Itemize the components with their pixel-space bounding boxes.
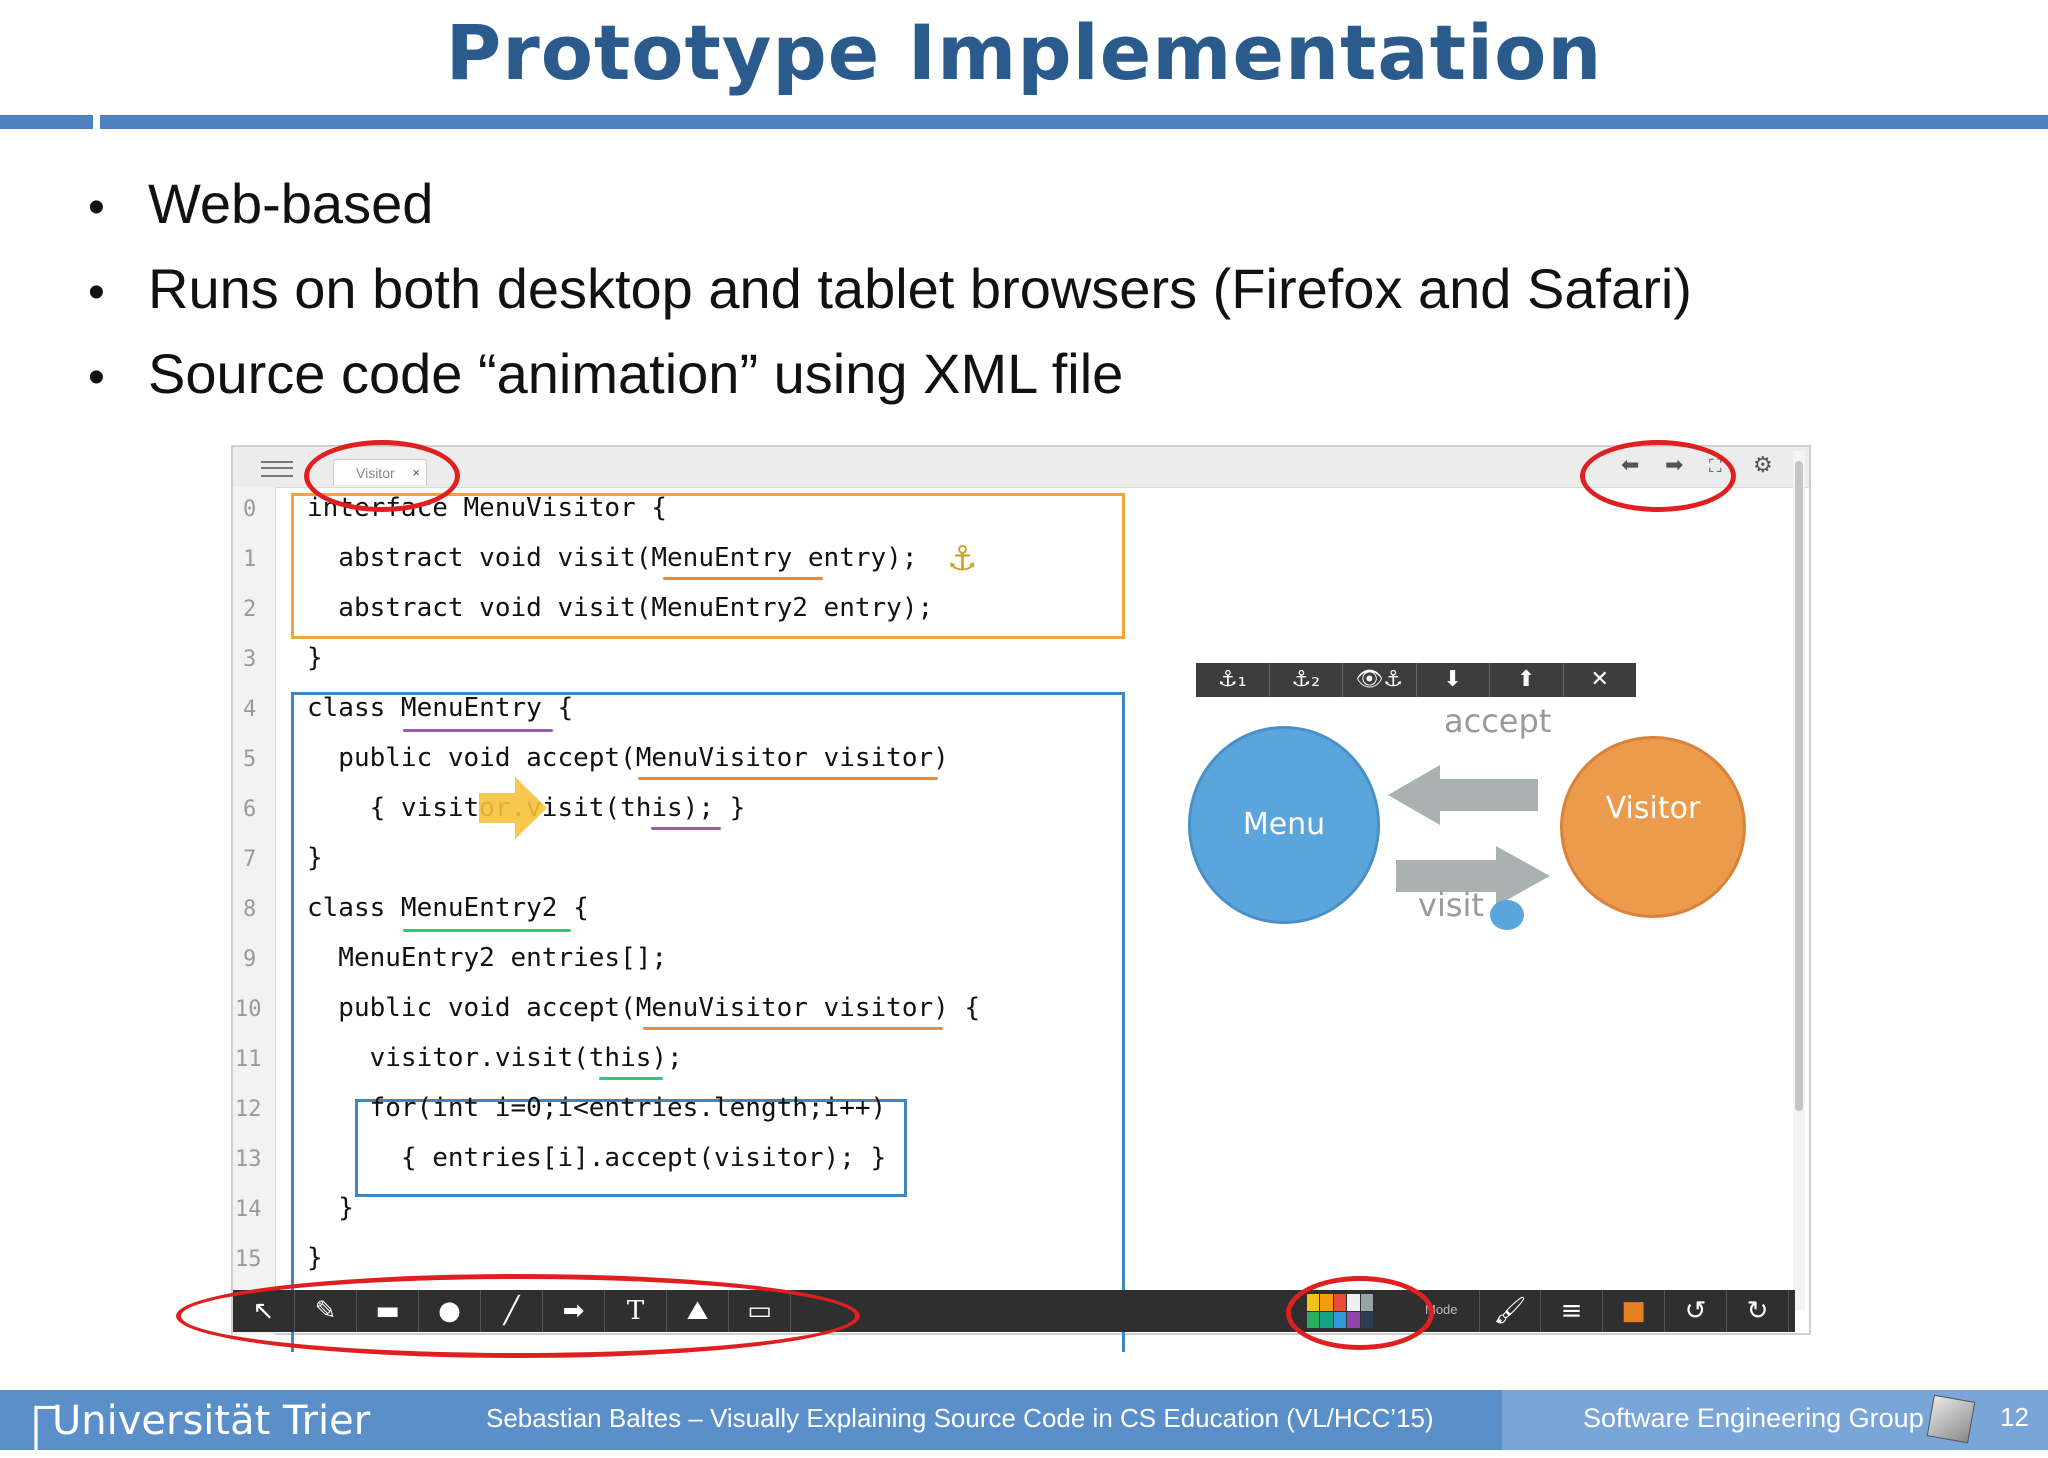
eye-anchor-icon[interactable]: 👁⚓ xyxy=(1343,663,1417,697)
line-number: 2 xyxy=(243,597,257,622)
footer-center-text: Sebastian Baltes – Visually Explaining S… xyxy=(486,1403,1434,1433)
small-blue-dot[interactable] xyxy=(1490,900,1524,930)
diagram-toolbar: ⚓₁ ⚓₂ 👁⚓ ⬇ ⬆ ✕ xyxy=(1196,663,1636,697)
underline-green[interactable] xyxy=(599,1077,663,1080)
underline-green[interactable] xyxy=(403,929,571,932)
code-line: { entries[i].accept(visitor); } xyxy=(307,1143,887,1173)
code-line: visitor.visit(this); xyxy=(307,1043,683,1073)
bullet-item: • Source code “animation” using XML file xyxy=(88,335,1692,420)
tab-bar: Visitor × ⬅ ➡ ⛶ ⚙ xyxy=(233,447,1809,488)
visit-label: visit xyxy=(1418,886,1484,924)
code-line: { visitor.visit(this); } xyxy=(369,793,746,823)
yellow-arrow-icon[interactable] xyxy=(479,777,549,839)
code-line: } xyxy=(307,843,323,873)
redo-icon[interactable]: ↻ xyxy=(1727,1290,1789,1332)
anchor-2-icon[interactable]: ⚓₂ xyxy=(1270,663,1343,697)
bullet-item: • Web-based xyxy=(88,165,1692,250)
code-editor-window: Visitor × ⬅ ➡ ⛶ ⚙ 0 1 2 3 4 5 6 7 8 9 10… xyxy=(231,445,1811,1352)
line-number: 9 xyxy=(243,947,257,972)
arrow-right-shape[interactable] xyxy=(1396,846,1550,906)
bullet-text: Web-based xyxy=(148,172,434,235)
gear-icon[interactable]: ⚙ xyxy=(1753,453,1773,478)
highlight-box-blue-inner[interactable] xyxy=(355,1099,907,1197)
bullet-item: • Runs on both desktop and tablet browser… xyxy=(88,250,1692,335)
red-ellipse-tab xyxy=(304,440,460,512)
underline-purple[interactable] xyxy=(651,827,721,830)
line-number: 12 xyxy=(235,1097,262,1122)
line-number: 13 xyxy=(235,1147,262,1172)
line-number: 8 xyxy=(243,897,257,922)
underline-orange[interactable] xyxy=(663,577,823,580)
bullet-dot-icon: • xyxy=(88,351,105,404)
line-number: 4 xyxy=(243,697,257,722)
line-number: 3 xyxy=(243,647,257,672)
underline-orange[interactable] xyxy=(643,1027,943,1030)
arrow-left-shape[interactable] xyxy=(1388,765,1538,825)
line-number: 14 xyxy=(235,1197,262,1222)
bullet-dot-icon: • xyxy=(88,181,105,234)
title-rule-right xyxy=(100,115,2048,129)
menu-circle[interactable]: Menu xyxy=(1188,726,1380,924)
hamburger-menu-icon[interactable] xyxy=(261,461,293,477)
scrollbar[interactable] xyxy=(1793,451,1805,1311)
undo-icon[interactable]: ↺ xyxy=(1665,1290,1727,1332)
anchor-icon[interactable]: ⚓ xyxy=(947,539,978,579)
scroll-thumb[interactable] xyxy=(1795,461,1803,1111)
arrow-down-icon[interactable]: ⬇ xyxy=(1417,663,1490,697)
red-ellipse-palette xyxy=(1286,1276,1434,1350)
line-number-gutter: 0 1 2 3 4 5 6 7 8 9 10 11 12 13 14 15 xyxy=(233,487,276,1335)
line-number: 5 xyxy=(243,747,257,772)
arrow-up-icon[interactable]: ⬆ xyxy=(1490,663,1564,697)
line-number: 15 xyxy=(235,1247,262,1272)
underline-purple[interactable] xyxy=(403,729,553,732)
university-logo-icon: ⎾ xyxy=(14,1405,58,1456)
anchor-1-icon[interactable]: ⚓₁ xyxy=(1196,663,1270,697)
slide-title: Prototype Implementation xyxy=(445,8,1603,97)
visitor-circle[interactable]: Visitor xyxy=(1560,736,1746,918)
code-line: } xyxy=(307,643,323,673)
red-ellipse-nav xyxy=(1580,440,1736,512)
bullet-text: Source code “animation” using XML file xyxy=(148,342,1124,405)
code-line: abstract void visit(MenuEntry2 entry); xyxy=(307,593,934,623)
menu-label: Menu xyxy=(1242,807,1326,842)
university-name: Universität Trier xyxy=(52,1398,371,1444)
underline-orange[interactable] xyxy=(638,777,938,780)
code-line: } xyxy=(307,1243,323,1273)
layers-icon[interactable]: ■ xyxy=(1603,1290,1665,1332)
highlight-box-blue[interactable] xyxy=(291,692,1125,1352)
bullet-text: Runs on both desktop and tablet browsers… xyxy=(148,257,1692,320)
title-rule-left xyxy=(0,115,93,129)
code-line: public void accept(MenuVisitor visitor) … xyxy=(307,993,981,1023)
code-line: class MenuEntry { xyxy=(307,693,574,723)
align-icon[interactable]: ≡ xyxy=(1541,1290,1603,1332)
code-line: for(int i=0;i<entries.length;i++) xyxy=(307,1093,887,1123)
close-icon[interactable]: ✕ xyxy=(1590,667,1609,692)
brush-icon[interactable]: 🖌 xyxy=(1479,1290,1541,1332)
line-number: 1 xyxy=(243,547,257,572)
code-line: public void accept(MenuVisitor visitor) xyxy=(307,743,949,773)
line-number: 6 xyxy=(243,797,257,822)
bullet-dot-icon: • xyxy=(88,266,105,319)
footer: ⎾ Universität Trier Sebastian Baltes – V… xyxy=(0,1390,2048,1456)
red-ellipse-tools xyxy=(176,1274,860,1358)
code-line: class MenuEntry2 { xyxy=(307,893,589,923)
code-line: abstract void visit(MenuEntry entry); xyxy=(307,543,918,573)
line-number: 10 xyxy=(235,997,262,1022)
line-number: 11 xyxy=(235,1047,262,1072)
visitor-label: Visitor xyxy=(1605,791,1701,826)
accept-label: accept xyxy=(1444,702,1552,740)
line-number: 0 xyxy=(243,497,257,522)
bullet-list: • Web-based • Runs on both desktop and tab… xyxy=(88,165,1692,420)
page-number: 12 xyxy=(2000,1402,2029,1432)
line-number: 7 xyxy=(243,847,257,872)
code-line: } xyxy=(307,1193,354,1223)
code-line: MenuEntry2 entries[]; xyxy=(307,943,668,973)
highlight-box-orange[interactable] xyxy=(291,493,1125,639)
footer-group: Software Engineering Group xyxy=(1583,1403,1924,1433)
cube-logo-icon xyxy=(1926,1394,1976,1444)
